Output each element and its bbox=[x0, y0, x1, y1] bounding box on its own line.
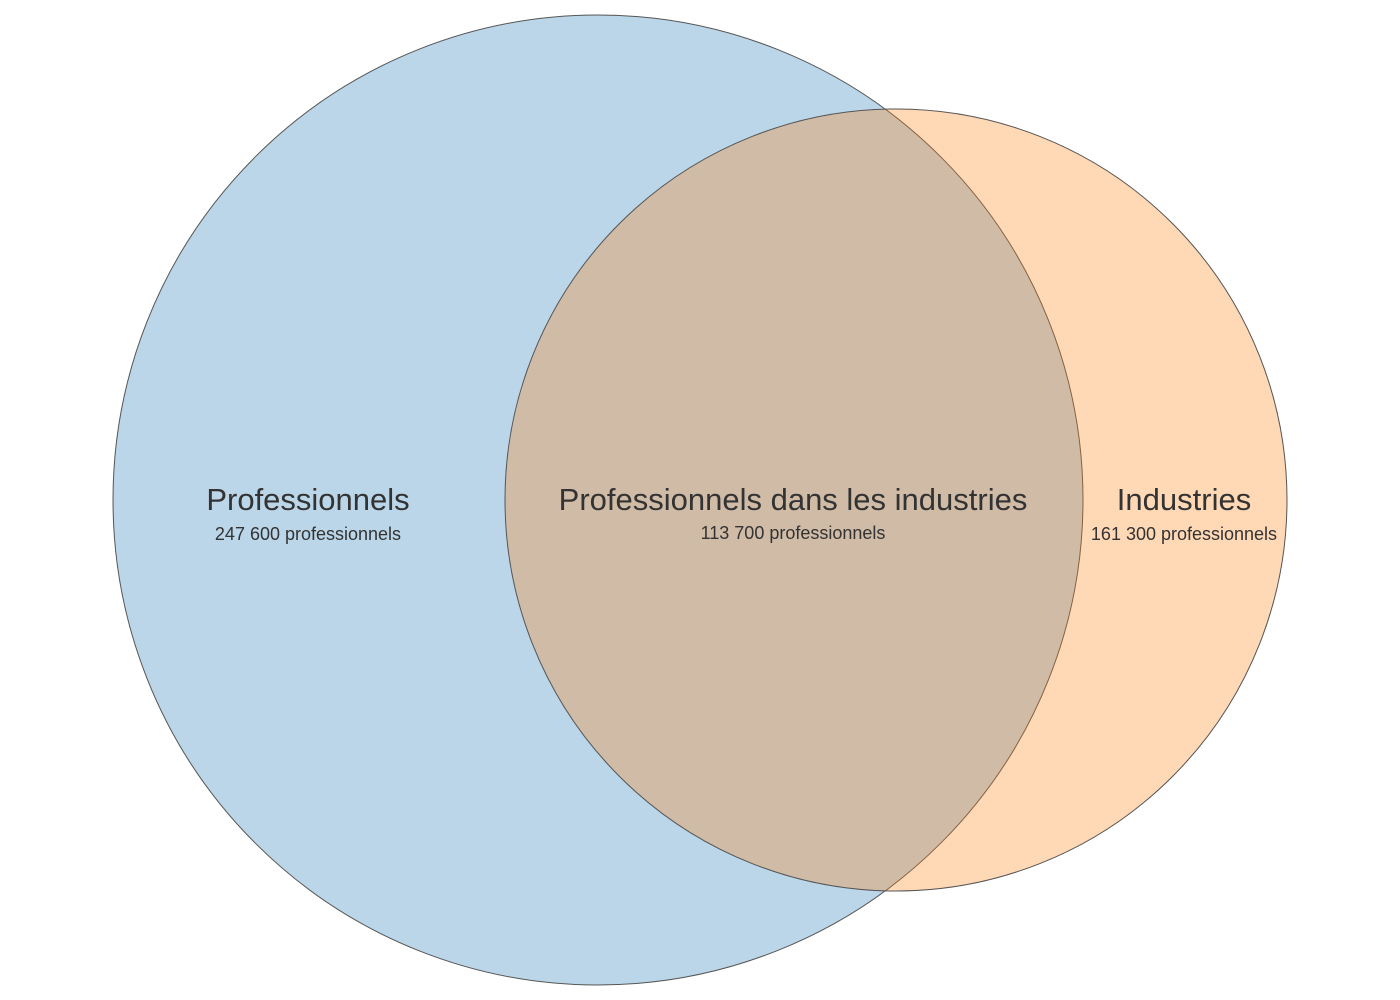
professionnels-count: 247 600 professionnels bbox=[215, 524, 401, 544]
industries-label: Industries bbox=[1117, 482, 1251, 517]
professionnels-label: Professionnels bbox=[206, 482, 409, 517]
professionnels-circle bbox=[112, 14, 1084, 986]
industries-circle bbox=[504, 108, 1288, 892]
industries-count: 161 300 professionnels bbox=[1091, 524, 1277, 544]
intersection-label: Professionnels dans les industries bbox=[559, 482, 1028, 517]
intersection-count: 113 700 professionnels bbox=[701, 523, 886, 543]
